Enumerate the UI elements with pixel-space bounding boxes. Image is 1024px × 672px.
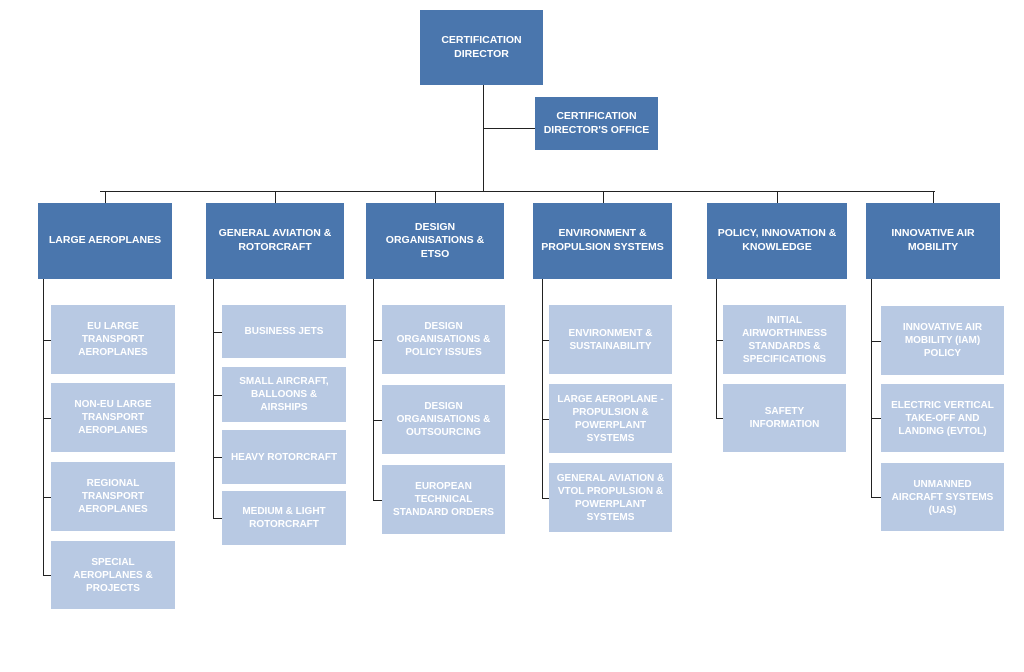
department-box: INNOVATIVE AIR MOBILITY: [866, 203, 1000, 279]
connector-line: [213, 279, 214, 519]
unit-box: ENVIRONMENT & SUSTAINABILITY: [549, 305, 672, 374]
unit-box: HEAVY ROTORCRAFT: [222, 430, 346, 484]
connector-line: [373, 340, 382, 341]
connector-line: [105, 191, 106, 203]
unit-box: REGIONAL TRANSPORT AEROPLANES: [51, 462, 175, 531]
department-box: LARGE AEROPLANES: [38, 203, 172, 279]
department-box: GENERAL AVIATION & ROTORCRAFT: [206, 203, 344, 279]
unit-box: MEDIUM & LIGHT ROTORCRAFT: [222, 491, 346, 545]
unit-box: DESIGN ORGANISATIONS & OUTSOURCING: [382, 385, 505, 454]
connector-line: [716, 340, 723, 341]
connector-line: [213, 457, 222, 458]
department-box: ENVIRONMENT & PROPULSION SYSTEMS: [533, 203, 672, 279]
unit-box: BUSINESS JETS: [222, 305, 346, 358]
connector-line: [43, 497, 51, 498]
connector-line: [43, 340, 51, 341]
connector-line: [777, 191, 778, 203]
connector-line: [483, 85, 484, 191]
connector-line: [373, 279, 374, 501]
unit-box: GENERAL AVIATION & VTOL PROPULSION & POW…: [549, 463, 672, 532]
connector-line: [716, 418, 723, 419]
connector-line: [716, 279, 717, 419]
connector-line: [871, 341, 881, 342]
connector-line: [43, 418, 51, 419]
unit-box: EUROPEAN TECHNICAL STANDARD ORDERS: [382, 465, 505, 534]
connector-line: [933, 191, 934, 203]
unit-box: SAFETY INFORMATION: [723, 384, 846, 452]
connector-line: [213, 332, 222, 333]
unit-box: NON-EU LARGE TRANSPORT AEROPLANES: [51, 383, 175, 452]
connector-line: [542, 419, 549, 420]
connector-line: [43, 575, 51, 576]
unit-box: SPECIAL AEROPLANES & PROJECTS: [51, 541, 175, 609]
connector-line: [43, 279, 44, 576]
unit-box: UNMANNED AIRCRAFT SYSTEMS (UAS): [881, 463, 1004, 531]
unit-box: ELECTRIC VERTICAL TAKE-OFF AND LANDING (…: [881, 384, 1004, 452]
unit-box: INITIAL AIRWORTHINESS STANDARDS & SPECIF…: [723, 305, 846, 374]
connector-line: [542, 340, 549, 341]
connector-line: [373, 500, 382, 501]
director-office-box: CERTIFICATION DIRECTOR'S OFFICE: [535, 97, 658, 150]
connector-line: [603, 191, 604, 203]
connector-line: [871, 497, 881, 498]
unit-box: SMALL AIRCRAFT, BALLOONS & AIRSHIPS: [222, 367, 346, 422]
connector-line: [435, 191, 436, 203]
connector-line: [542, 279, 543, 499]
connector-line: [275, 191, 276, 203]
connector-line: [213, 395, 222, 396]
connector-line: [483, 128, 535, 129]
department-box: POLICY, INNOVATION & KNOWLEDGE: [707, 203, 847, 279]
unit-box: INNOVATIVE AIR MOBILITY (IAM) POLICY: [881, 306, 1004, 375]
connector-line: [871, 279, 872, 498]
director-box: CERTIFICATION DIRECTOR: [420, 10, 543, 85]
connector-line: [213, 518, 222, 519]
connector-line: [542, 498, 549, 499]
unit-box: LARGE AEROPLANE - PROPULSION & POWERPLAN…: [549, 384, 672, 453]
connector-line: [871, 418, 881, 419]
unit-box: EU LARGE TRANSPORT AEROPLANES: [51, 305, 175, 374]
department-box: DESIGN ORGANISATIONS & ETSO: [366, 203, 504, 279]
connector-line: [373, 420, 382, 421]
connector-line: [100, 191, 935, 192]
unit-box: DESIGN ORGANISATIONS & POLICY ISSUES: [382, 305, 505, 374]
